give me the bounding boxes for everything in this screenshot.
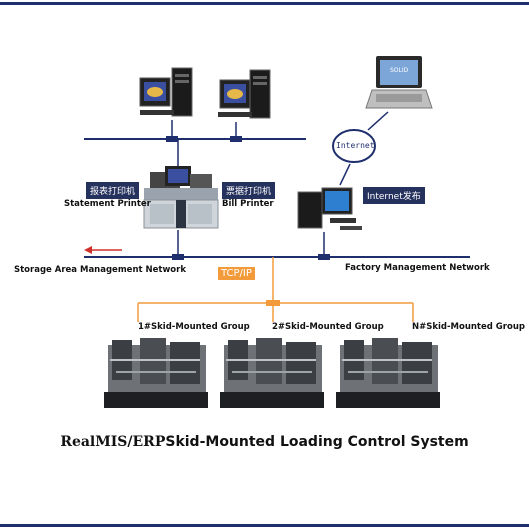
title-realmis: RealMIS/ERP xyxy=(60,434,166,450)
pc2-port xyxy=(230,136,242,142)
group-n-label: N#Skid-Mounted Group xyxy=(412,322,525,332)
laptop-screen-text: SOLID xyxy=(390,67,409,74)
group-2-label: 2#Skid-Mounted Group xyxy=(272,322,384,332)
workstation-1 xyxy=(139,67,193,117)
skid-group-2 xyxy=(220,338,324,408)
tcp-ip-tag: TCP/IP xyxy=(218,267,255,280)
internet-cloud-label: Internet xyxy=(336,141,375,150)
storage-arrow-head xyxy=(84,246,92,254)
group-1-label: 1#Skid-Mounted Group xyxy=(138,322,250,332)
control-console xyxy=(143,166,219,229)
system-title: RealMIS/ERPSkid-Mounted Loading Control … xyxy=(0,433,529,450)
internet-release-tag: Internet发布 xyxy=(363,187,425,204)
bottom-border xyxy=(0,524,529,527)
title-system-name: Skid-Mounted Loading Control System xyxy=(165,434,469,450)
skid-group-1 xyxy=(104,338,208,408)
server-port xyxy=(318,254,330,260)
internet-server xyxy=(297,187,362,230)
top-border xyxy=(0,2,529,5)
storage-network-label: Storage Area Management Network xyxy=(14,265,186,275)
laptop xyxy=(365,56,433,109)
tcp-switch xyxy=(266,300,280,306)
bill-printer-label: Bill Printer xyxy=(222,199,274,209)
server-link xyxy=(339,163,351,186)
statement-printer-cn-tag: 报表打印机 xyxy=(86,182,140,199)
internet-cloud xyxy=(332,129,376,163)
workstation-2 xyxy=(218,69,271,119)
pc1-port xyxy=(166,136,178,142)
statement-printer-label: Statement Printer xyxy=(64,199,151,209)
factory-network-label: Factory Management Network xyxy=(345,263,490,273)
skid-group-n xyxy=(336,338,440,408)
bill-printer-cn-tag: 票据打印机 xyxy=(222,182,276,199)
laptop-link xyxy=(367,111,389,131)
console-port xyxy=(172,254,184,260)
